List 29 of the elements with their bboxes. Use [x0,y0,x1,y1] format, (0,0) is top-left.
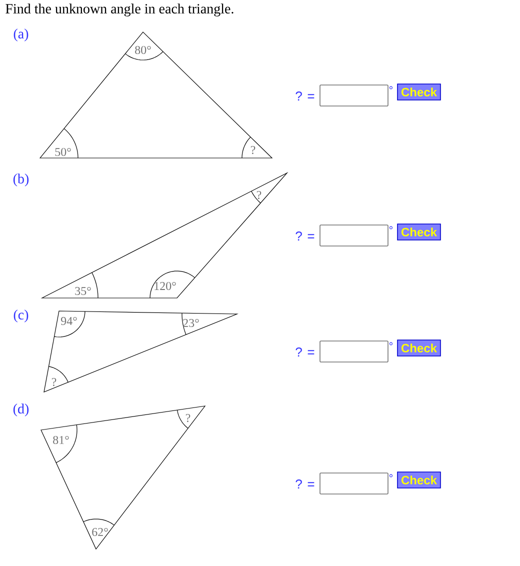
part-label: (a) [14,28,28,42]
angle-label: 23° [183,318,199,328]
angle-label: 81° [53,436,69,444]
title: Find the unknown angle in each triangle. [6,4,234,16]
angle-label: 62° [92,528,108,536]
angle-label: 80° [135,46,151,54]
answer-prompt: ? = [296,479,314,489]
answer-prompt: ? = [296,231,314,241]
check-button: Check [397,224,441,240]
degree-sign: ° [389,474,393,478]
angle-label: 50° [55,148,71,156]
check-button: Check [397,340,441,356]
check-button: Check [397,84,441,100]
angle-label: 35° [75,286,91,296]
answer-prompt: ? = [296,91,314,101]
degree-sign: ° [389,86,393,90]
angle-label: ? [250,146,256,154]
angle-label: 120° [154,282,176,290]
angle-label: ? [256,190,262,200]
degree-sign: ° [389,342,393,346]
angle-label: ? [186,414,190,422]
angle-label: 94° [61,316,77,326]
degree-sign: ° [389,226,393,230]
part-label: (b) [13,174,29,186]
answer-prompt: ? = [296,347,314,357]
part-label: (c) [14,310,28,322]
part-label: (d) [13,404,29,416]
check-button: Check [397,472,441,488]
angle-label: ? [52,378,56,386]
